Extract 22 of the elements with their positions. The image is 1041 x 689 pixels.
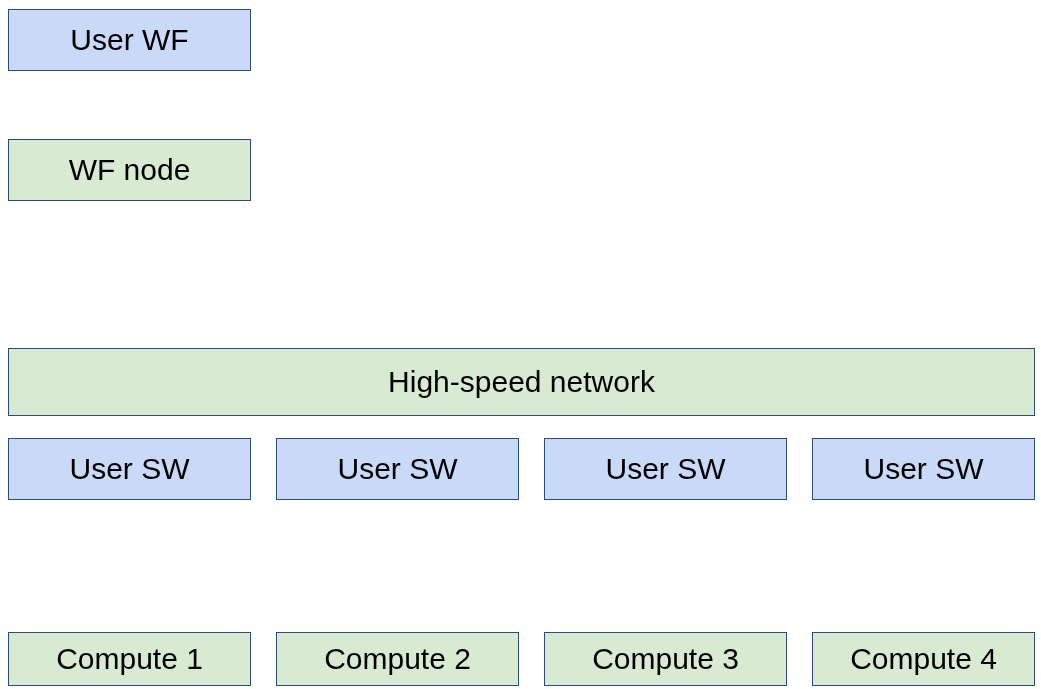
compute-box [276,632,519,686]
network-bar [8,348,1035,416]
box-label: User WF [70,23,189,57]
software-box [812,438,1035,500]
box-label: User SW [605,452,726,486]
box-label: Compute 1 [56,642,203,676]
workflow-node-box [8,139,251,201]
box-label: High-speed network [388,365,655,399]
software-box [544,438,787,500]
box-label: WF node [68,153,191,187]
box-label: Compute 2 [324,642,471,676]
box-label: Compute 4 [850,642,997,676]
box-label: User SW [863,452,984,486]
box-label: User SW [337,452,458,486]
software-box [8,438,251,500]
box-label: User SW [69,452,190,486]
software-box [276,438,519,500]
workflow-box [8,9,251,71]
box-label: Compute 3 [592,642,739,676]
compute-box [812,632,1035,686]
compute-box [544,632,787,686]
compute-box [8,632,251,686]
